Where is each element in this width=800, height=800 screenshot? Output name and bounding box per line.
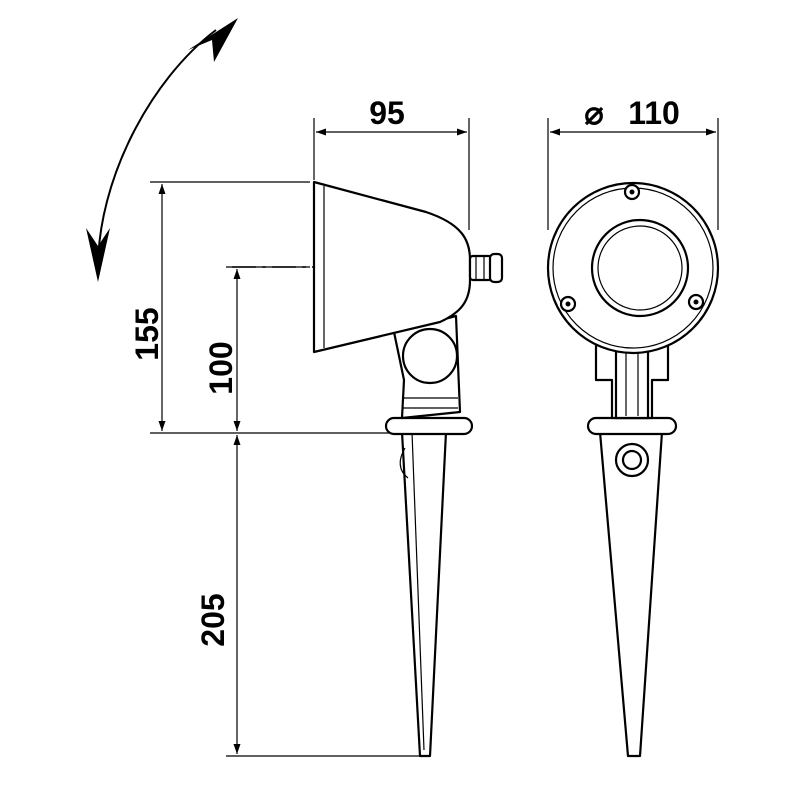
dimension-label-100: 100 [203,341,239,394]
diameter-symbol: ⌀ [584,95,603,131]
dimension-width-95: 95 [313,95,470,230]
front-view-spike [598,430,664,758]
front-view [546,181,720,758]
dimension-label-110: 110 [628,95,680,131]
dimension-height-100: 100 [203,266,310,431]
dimension-label-205: 205 [195,593,231,646]
front-view-screws [559,183,705,313]
side-view-collar [384,416,474,436]
front-view-collar [586,416,678,436]
side-view-pivot-knob [401,327,459,385]
dimension-length-205: 205 [195,435,420,757]
side-view [232,180,504,758]
dimension-diameter-110: ⌀ 110 [547,95,719,230]
dimension-label-155: 155 [129,307,165,360]
front-view-lens [590,218,690,318]
side-view-cable-gland [468,254,494,282]
side-view-spike [400,430,448,758]
dimension-label-95: 95 [369,95,405,131]
dimension-height-155: 155 [129,181,400,434]
rotation-arrow-icon [86,18,238,282]
